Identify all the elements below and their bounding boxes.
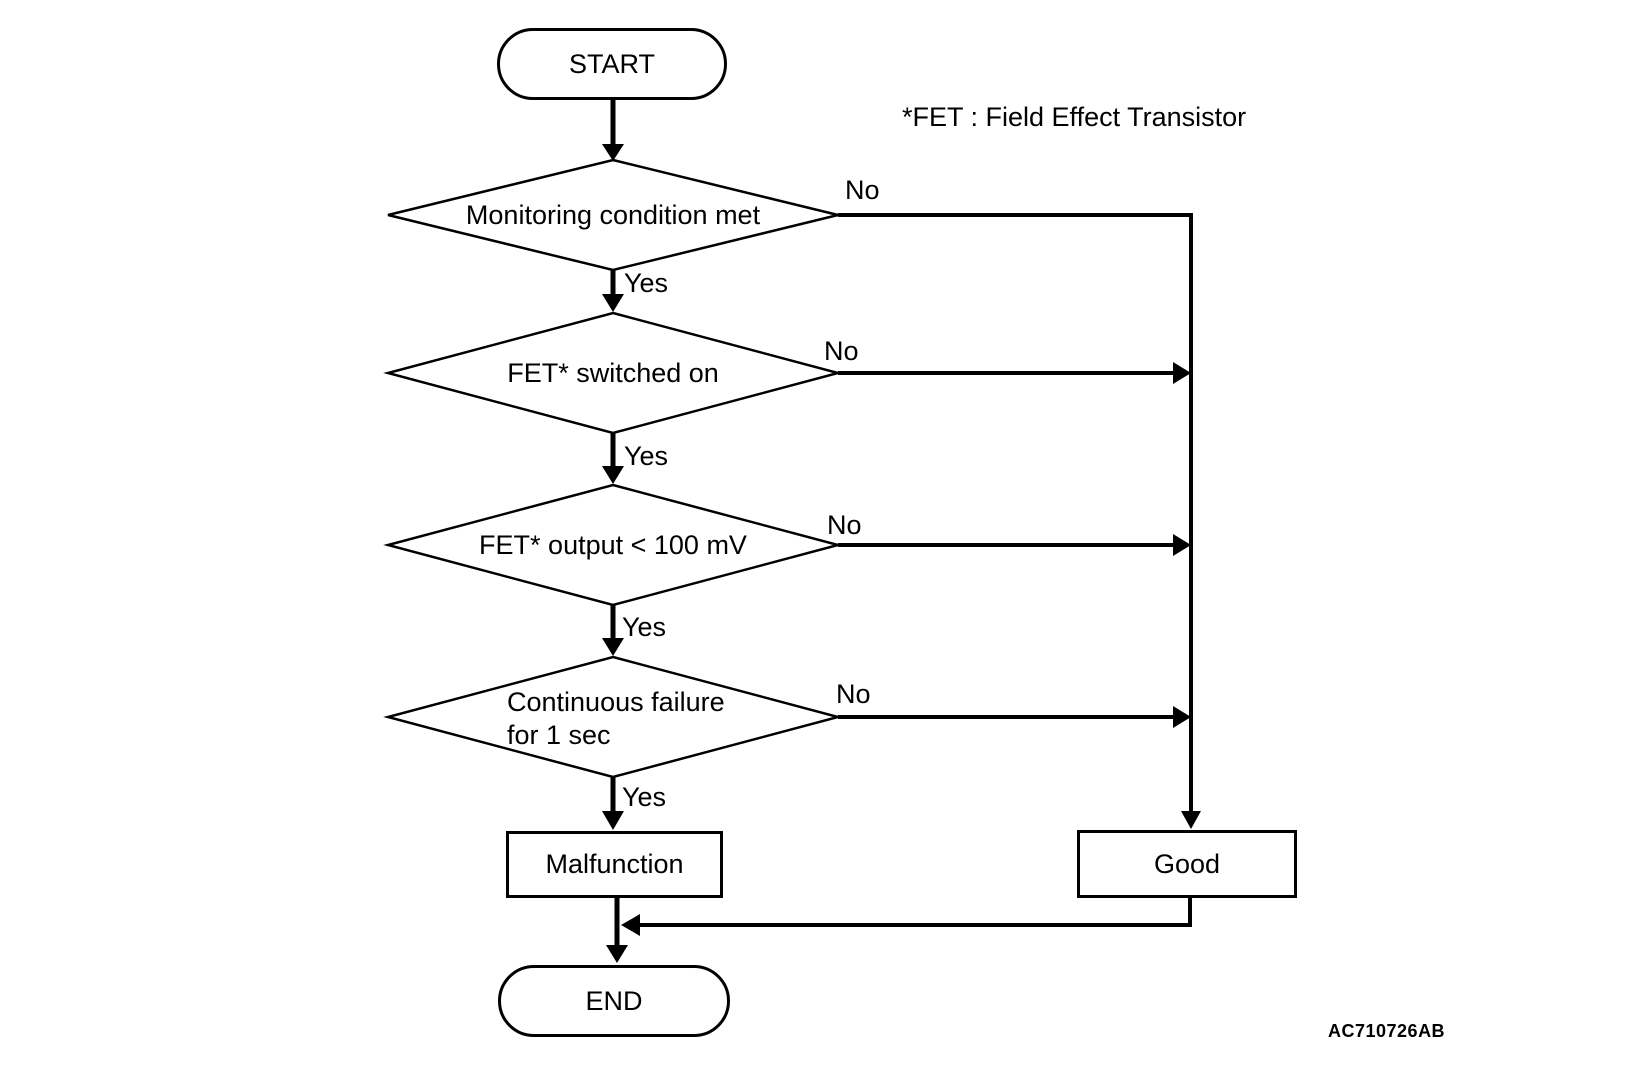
malfunction-box-label: Malfunction [545, 849, 684, 879]
decision-monitoring-condition-shape [387, 158, 839, 272]
decision-monitoring-condition-label: Monitoring condition met [465, 200, 761, 230]
edge-no-4-label: No [836, 679, 871, 709]
edge-yes-4-arrowhead-icon [602, 811, 624, 830]
edge-no-1-line [838, 213, 1193, 823]
edge-yes-2-label: Yes [624, 441, 669, 471]
fet-footnote: *FET : Field Effect Transistor [902, 102, 1247, 132]
decision-continuous-failure-label-line2: for 1 sec [507, 720, 611, 750]
decision-fet-switched-on-shape [383, 311, 843, 435]
decision-continuous-failure-shape [383, 655, 843, 779]
edge-no-1-arrowhead-icon [1181, 811, 1201, 829]
decision-fet-output-shape [383, 483, 843, 607]
good-box-label: Good [1153, 848, 1221, 879]
figure-code: AC710726AB [1328, 1021, 1446, 1041]
start-terminal-label: START [568, 48, 655, 79]
edge-no-3-label: No [827, 510, 862, 540]
edge-no-1-label: No [845, 175, 880, 205]
edge-no-2-label: No [824, 336, 859, 366]
edge-no-4-arrowhead-icon [1173, 706, 1191, 728]
edge-yes-2-arrowhead-icon [602, 466, 624, 484]
edge-no-2-arrowhead-icon [1173, 362, 1191, 384]
decision-fet-switched-on-label: FET* switched on [507, 358, 719, 388]
edge-no-3-arrowhead-icon [1173, 534, 1191, 556]
edge-yes-4-label: Yes [622, 782, 667, 812]
good-box: Good [1077, 830, 1297, 898]
edge-malfunction-end-arrowhead-icon [606, 945, 628, 963]
malfunction-box: Malfunction [506, 831, 723, 898]
decision-continuous-failure-label-line1: Continuous failure [507, 687, 725, 717]
end-terminal: END [498, 965, 730, 1037]
edge-start-arrowhead-icon [602, 144, 624, 161]
decision-fet-output-label: FET* output < 100 mV [479, 530, 747, 560]
edge-good-return-arrowhead-icon [621, 914, 640, 936]
edge-good-return-line [640, 898, 1192, 927]
edge-yes-3-label: Yes [622, 612, 667, 642]
edge-yes-1-label: Yes [624, 268, 669, 298]
edge-yes-1-arrowhead-icon [602, 294, 624, 312]
start-terminal: START [497, 28, 727, 100]
edge-yes-3-arrowhead-icon [602, 638, 624, 656]
decision-continuous-failure-label: Continuous failure for 1 sec [507, 686, 837, 752]
end-terminal-label: END [585, 985, 643, 1016]
